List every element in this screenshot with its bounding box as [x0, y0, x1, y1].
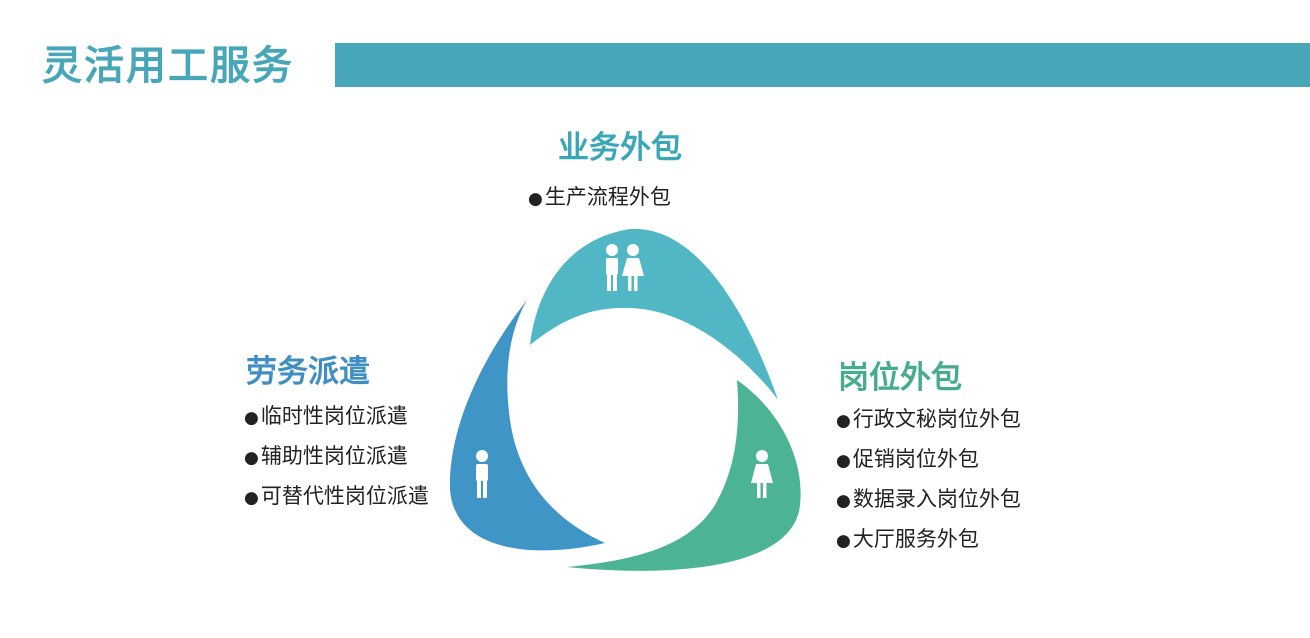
woman-icon [751, 450, 773, 498]
page-title: 灵活用工服务 [42, 43, 294, 89]
couple-icon [606, 244, 644, 291]
list-left: 临时性岗位派遣 辅助性岗位派遣 可替代性岗位派遣 [244, 397, 429, 517]
list-item: 促销岗位外包 [836, 440, 1021, 480]
list-item: 大厅服务外包 [836, 520, 1021, 560]
list-item: 行政文秘岗位外包 [836, 400, 1021, 440]
list-item: 生产流程外包 [528, 178, 671, 218]
list-right: 行政文秘岗位外包 促销岗位外包 数据录入岗位外包 大厅服务外包 [836, 400, 1021, 560]
heading-right: 岗位外包 [838, 360, 962, 396]
blade-right [567, 380, 801, 571]
list-item: 辅助性岗位派遣 [244, 437, 429, 477]
heading-top: 业务外包 [558, 130, 682, 166]
list-item: 数据录入岗位外包 [836, 480, 1021, 520]
man-icon [476, 450, 488, 498]
blade-left [449, 300, 605, 551]
list-item: 临时性岗位派遣 [244, 397, 429, 437]
title-bar [335, 43, 1310, 87]
heading-left: 劳务派遣 [246, 354, 370, 390]
list-item: 可替代性岗位派遣 [244, 477, 429, 517]
list-top: 生产流程外包 [528, 178, 671, 218]
blade-top [530, 228, 778, 400]
